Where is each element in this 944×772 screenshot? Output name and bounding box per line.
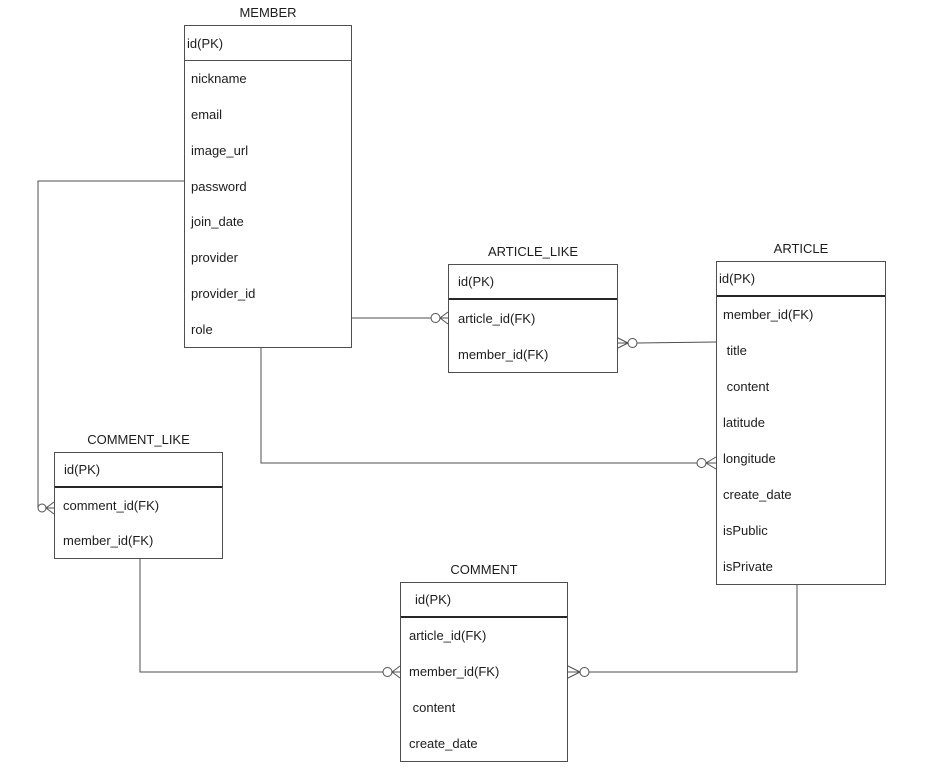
entity-member: MEMBER id(PK) nickname email image_url p… (184, 5, 352, 348)
entity-article: ARTICLE id(PK) member_id(FK) title conte… (716, 241, 886, 585)
entity-member-pk-row: id(PK) (185, 26, 351, 61)
entity-comment-title: COMMENT (450, 562, 518, 577)
field-row: nickname (191, 71, 247, 87)
entity-comment-like-fields: comment_id(FK) member_id(FK) (55, 488, 222, 558)
entity-article-pk-row: id(PK) (717, 262, 885, 297)
field-row: join_date (191, 214, 244, 230)
field-row: longitude (723, 450, 776, 466)
field-row: isPublic (723, 522, 768, 538)
entity-article-like-title: ARTICLE_LIKE (487, 244, 579, 259)
relationship-article-comment (567, 585, 798, 679)
field-row: password (191, 178, 247, 194)
field-row: comment_id(FK) (63, 498, 160, 513)
field-row: provider_id (191, 285, 256, 301)
entity-comment-like-title: COMMENT_LIKE (87, 432, 190, 447)
entity-article-like-pk-row: id(PK) (449, 265, 617, 300)
field-row: image_url (191, 142, 249, 158)
field-row: content (723, 379, 770, 395)
field-row: member_id(FK) (409, 664, 500, 680)
field-row: title (723, 343, 747, 359)
entity-member-title: MEMBER (239, 5, 297, 20)
relationship-article-article-like (615, 336, 717, 350)
field-row: latitude (723, 415, 765, 431)
relationship-member-article-like (352, 311, 449, 325)
entity-article-like-fields: article_id(FK) member_id(FK) (449, 300, 617, 372)
relationship-comment-like-comment (139, 559, 401, 679)
field-row: provider (191, 250, 238, 266)
entity-article-fields: member_id(FK) title content latitude lon… (717, 297, 885, 584)
field-row: member_id(FK) (458, 346, 549, 362)
entity-article-like: ARTICLE_LIKE id(PK) article_id(FK) membe… (448, 244, 618, 373)
field-row: member_id(FK) (723, 307, 814, 323)
field-row: email (191, 107, 223, 123)
field-row: create_date (723, 486, 792, 502)
field-row: member_id(FK) (63, 533, 154, 548)
field-row: article_id(FK) (458, 310, 536, 326)
entity-comment-fields: article_id(FK) member_id(FK) content cre… (401, 618, 567, 761)
entity-comment-like: COMMENT_LIKE id(PK) comment_id(FK) membe… (54, 432, 223, 559)
field-row: content (409, 699, 456, 715)
field-row: isPrivate (723, 558, 773, 574)
entity-comment-like-pk-row: id(PK) (55, 453, 222, 488)
entity-member-fields: nickname email image_url password join_d… (185, 61, 351, 347)
field-row: article_id(FK) (409, 628, 487, 644)
entity-comment-pk-row: id(PK) (401, 583, 567, 618)
entity-article-title: ARTICLE (773, 241, 829, 256)
entity-comment: COMMENT id(PK) article_id(FK) member_id(… (400, 562, 568, 762)
field-row: role (191, 321, 213, 337)
field-row: create_date (409, 735, 478, 751)
